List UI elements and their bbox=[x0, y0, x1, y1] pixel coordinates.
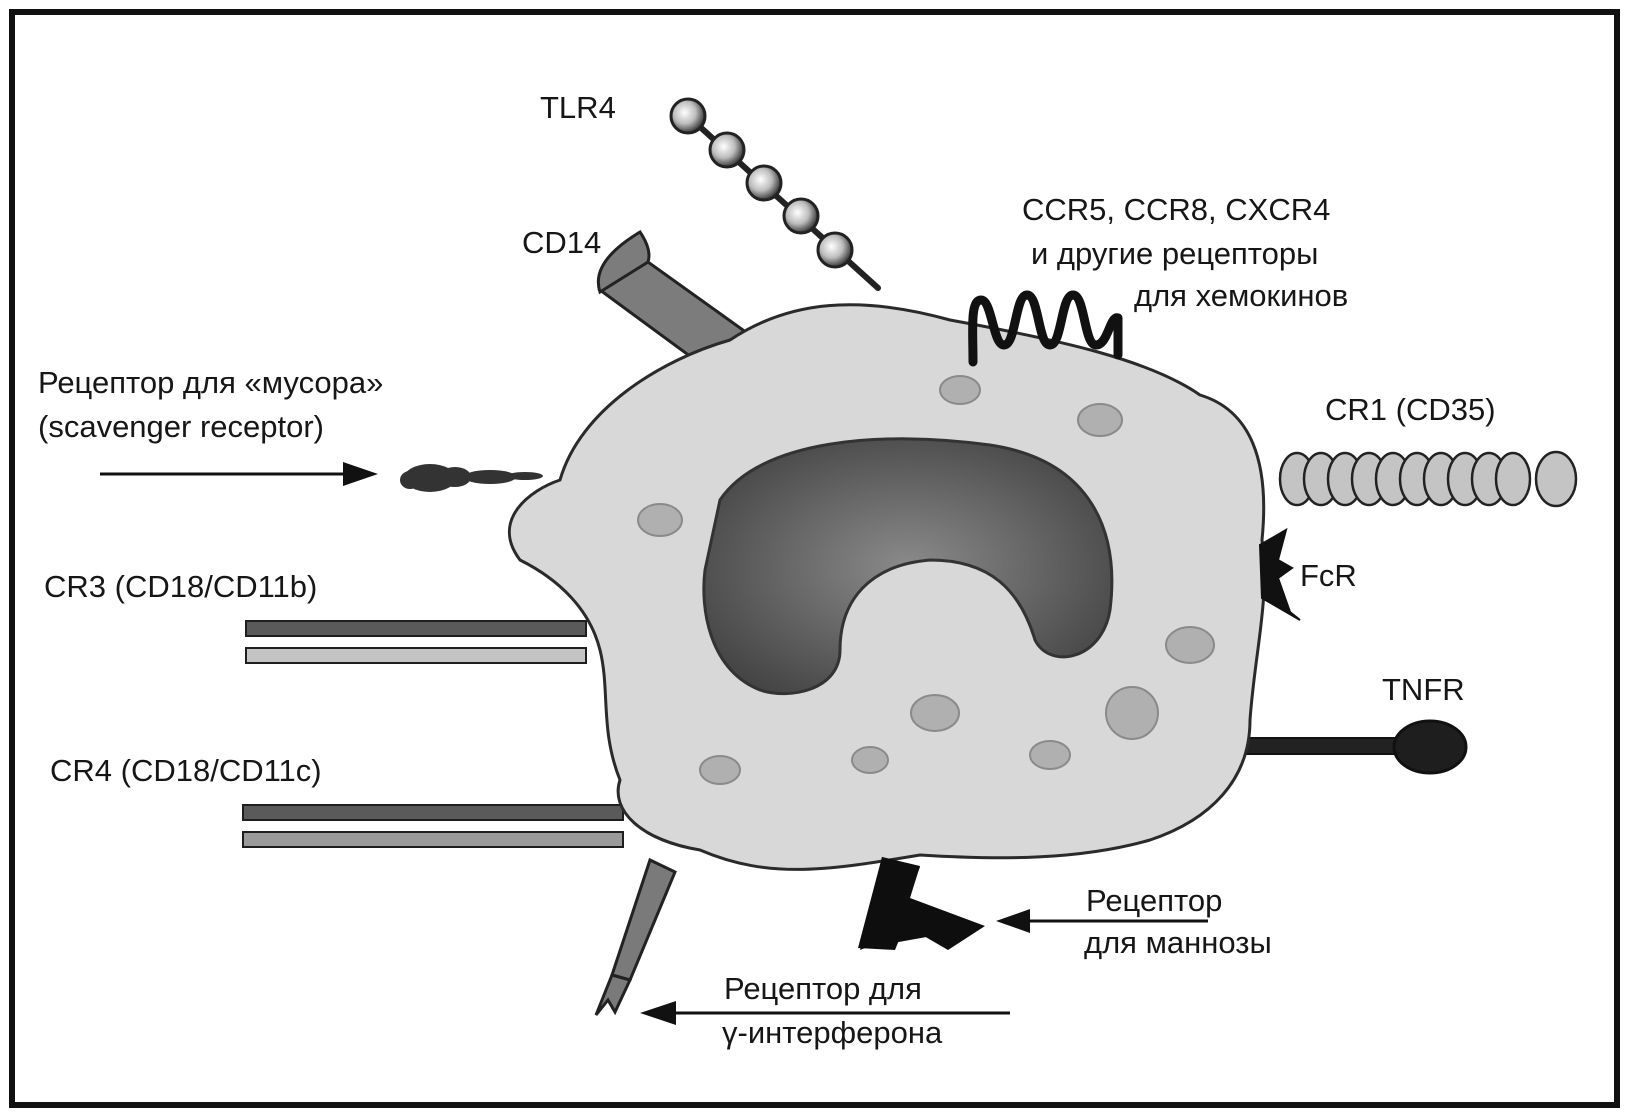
label-mannose-line2: для маннозы bbox=[1084, 925, 1272, 960]
label-cd14: CD14 bbox=[522, 225, 601, 260]
label-chemokine-line1: CCR5, CCR8, CXCR4 bbox=[1022, 192, 1330, 227]
label-ifn-line1: Рецептор для bbox=[724, 971, 922, 1006]
label-fcr: FcR bbox=[1300, 558, 1357, 593]
label-scavenger-line1: Рецептор для «мусора» bbox=[38, 365, 383, 400]
label-ifn-line2: γ-интерферона bbox=[722, 1015, 943, 1050]
label-chemokine-line3: для хемокинов bbox=[1134, 278, 1348, 313]
label-mannose-line1: Рецептор bbox=[1086, 883, 1222, 918]
label-cr4: CR4 (CD18/CD11c) bbox=[50, 753, 322, 788]
label-cr1: CR1 (CD35) bbox=[1325, 392, 1496, 427]
label-tlr4: TLR4 bbox=[540, 90, 616, 125]
label-chemokine-line2: и другие рецепторы bbox=[1031, 236, 1318, 271]
label-scavenger-line2: (scavenger receptor) bbox=[38, 409, 324, 444]
label-cr3: CR3 (CD18/CD11b) bbox=[44, 569, 317, 604]
label-tnfr: TNFR bbox=[1382, 672, 1465, 707]
